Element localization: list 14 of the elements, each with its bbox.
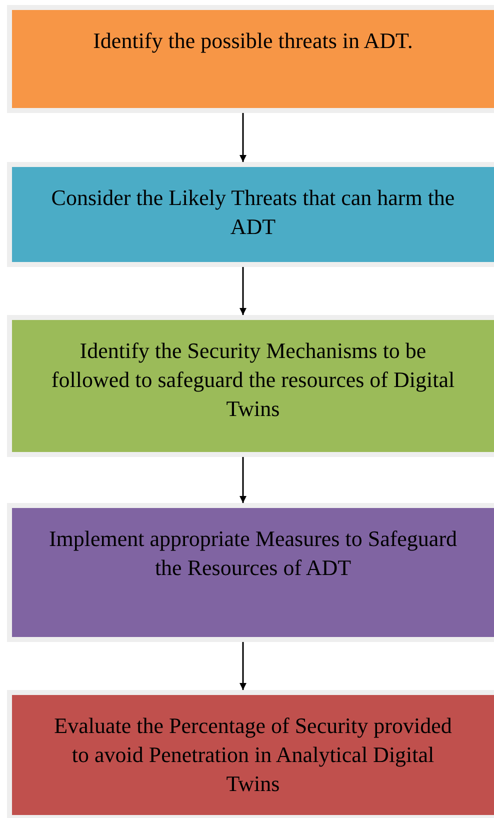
step-text: Implement appropriate Measures to Safeguard the Resources of ADT xyxy=(48,525,458,582)
arrow xyxy=(240,113,246,162)
process-box xyxy=(12,10,494,108)
arrow xyxy=(240,267,246,315)
step-text: Identify the possible threats in ADT. xyxy=(93,27,413,55)
step-text: Identify the Security Mechanisms to be followed to safeguard the resources of Digital Twins xyxy=(50,337,456,423)
process-box xyxy=(12,167,494,262)
process-box xyxy=(12,320,494,452)
process-box xyxy=(12,508,494,637)
step-text: Evaluate the Percentage of Security provided to avoid Penetration in Analytical Digital Twins xyxy=(53,712,453,798)
arrow xyxy=(240,457,246,503)
process-box xyxy=(12,695,494,815)
step-text: Consider the Likely Threats that can harm the ADT xyxy=(50,184,456,241)
arrow xyxy=(240,642,246,690)
